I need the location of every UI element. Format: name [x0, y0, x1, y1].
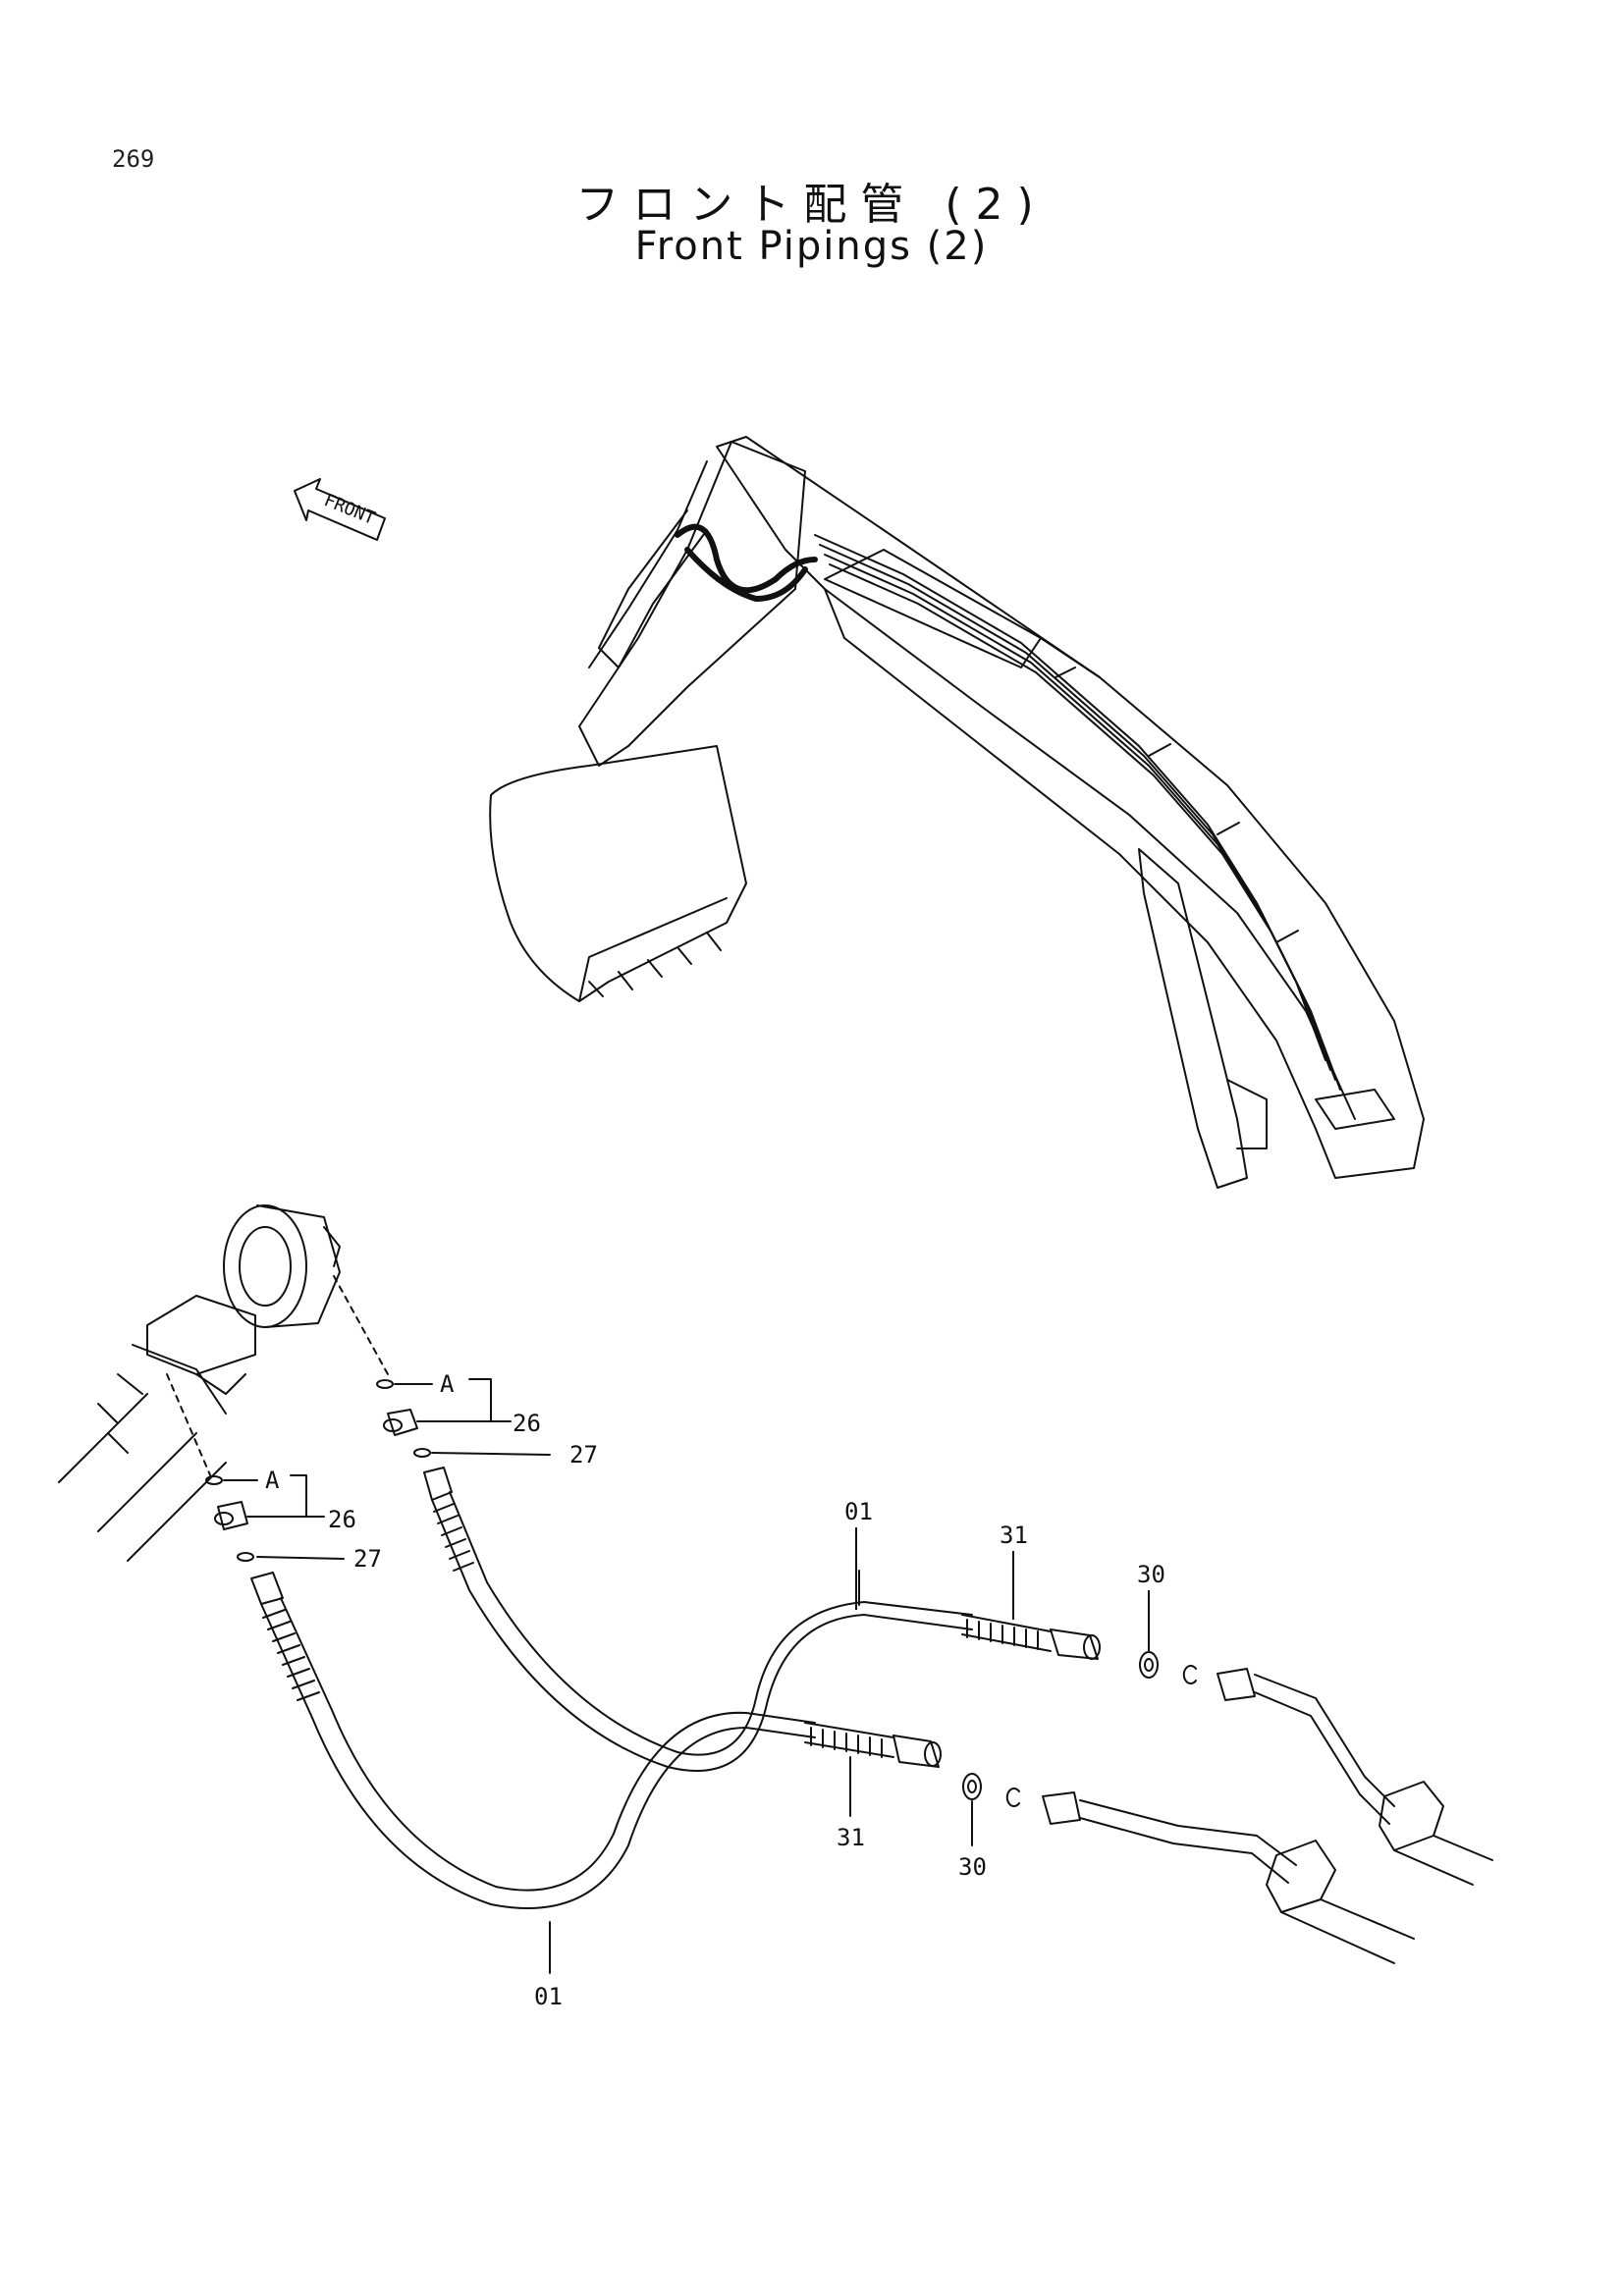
lower-fitting-group — [205, 1474, 1415, 1974]
callout-30-lower: 30 — [958, 1853, 987, 1881]
callout-26-upper: 26 — [513, 1410, 541, 1437]
callout-a-lower: A — [265, 1467, 280, 1494]
callout-31-lower: 31 — [837, 1824, 865, 1851]
page-title-english: Front Pipings (2) — [634, 224, 989, 269]
callout-01-upper: 01 — [844, 1498, 873, 1525]
callout-26-lower: 26 — [328, 1506, 356, 1533]
excavator-front-illustration — [489, 436, 1425, 1189]
callout-30-upper: 30 — [1137, 1561, 1165, 1588]
callout-01-lower: 01 — [534, 1983, 563, 2010]
front-arrow-label: FRONT — [321, 490, 378, 529]
callout-31-upper: 31 — [1000, 1522, 1028, 1549]
page-title-japanese: フロント配管 (2) — [575, 180, 1048, 230]
callout-a-upper: A — [440, 1370, 455, 1398]
front-arrow-icon — [294, 478, 386, 541]
callout-27-lower: 27 — [353, 1545, 382, 1573]
page-number: 269 — [112, 145, 155, 173]
cylinder-detail-illustration — [58, 1204, 389, 1562]
upper-fitting-group — [376, 1378, 1493, 1886]
callout-27-upper: 27 — [569, 1441, 598, 1468]
